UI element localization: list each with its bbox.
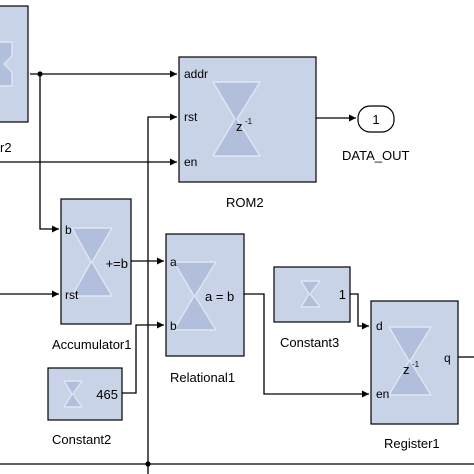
port-label-en: en <box>376 387 389 401</box>
port-label-q: q <box>444 351 451 365</box>
sigma-icon <box>0 41 13 87</box>
function-label: a = b <box>205 289 234 304</box>
block-label-rom: ROM2 <box>226 195 264 210</box>
port-label-d: d <box>376 319 383 333</box>
accumulator-block[interactable]: b rst +=b Accumulator1 <box>52 198 132 352</box>
left-block[interactable]: r2 <box>0 5 29 155</box>
wire-const3-to-register-d[interactable] <box>350 293 369 330</box>
constant-value: 465 <box>96 387 118 402</box>
block-label-register: Register1 <box>384 436 440 451</box>
block-label-constant3: Constant3 <box>280 335 339 350</box>
port-label-rst: rst <box>184 110 198 124</box>
function-label: z <box>236 119 243 134</box>
register-block[interactable]: d en q z -1 Register1 <box>370 300 459 451</box>
output-port-label: DATA_OUT <box>342 148 409 163</box>
wire-relational-to-register-en[interactable] <box>244 293 369 398</box>
function-exponent: -1 <box>245 117 253 126</box>
sigma-icon <box>212 81 261 157</box>
constant3-block[interactable]: 1 Constant3 <box>273 266 351 350</box>
port-label-rst: rst <box>65 288 79 302</box>
rom-block[interactable]: addr rst en z -1 ROM2 <box>178 56 317 210</box>
function-exponent: -1 <box>412 360 420 369</box>
sigma-icon <box>388 326 432 396</box>
sigma-icon <box>71 227 113 297</box>
port-label-addr: addr <box>184 67 208 81</box>
port-label-en: en <box>184 155 197 169</box>
wire-to-accumulator-b[interactable] <box>39 74 59 233</box>
function-label: z <box>403 362 410 377</box>
junction-dot <box>145 461 151 467</box>
port-label-b: b <box>65 223 72 237</box>
wire-const2-to-relational-b[interactable] <box>122 321 164 394</box>
block-label-left: r2 <box>0 140 12 155</box>
wire-to-rom-rst[interactable] <box>147 113 177 474</box>
block-label-constant2: Constant2 <box>52 432 111 447</box>
port-label-a: a <box>170 255 177 269</box>
wires <box>0 70 474 474</box>
block-label-relational: Relational1 <box>170 370 235 385</box>
block-label-accumulator: Accumulator1 <box>52 337 131 352</box>
sigma-icon <box>63 380 83 408</box>
constant2-block[interactable]: 465 Constant2 <box>47 367 123 447</box>
sigma-icon <box>173 261 217 331</box>
output-port[interactable]: 1 DATA_OUT <box>342 105 409 163</box>
port-label-b: b <box>170 319 177 333</box>
function-label: +=b <box>106 256 128 271</box>
sigma-icon <box>300 280 321 308</box>
output-port-number: 1 <box>372 112 379 127</box>
constant-value: 1 <box>339 287 346 302</box>
relational-block[interactable]: a b a = b Relational1 <box>165 233 245 385</box>
